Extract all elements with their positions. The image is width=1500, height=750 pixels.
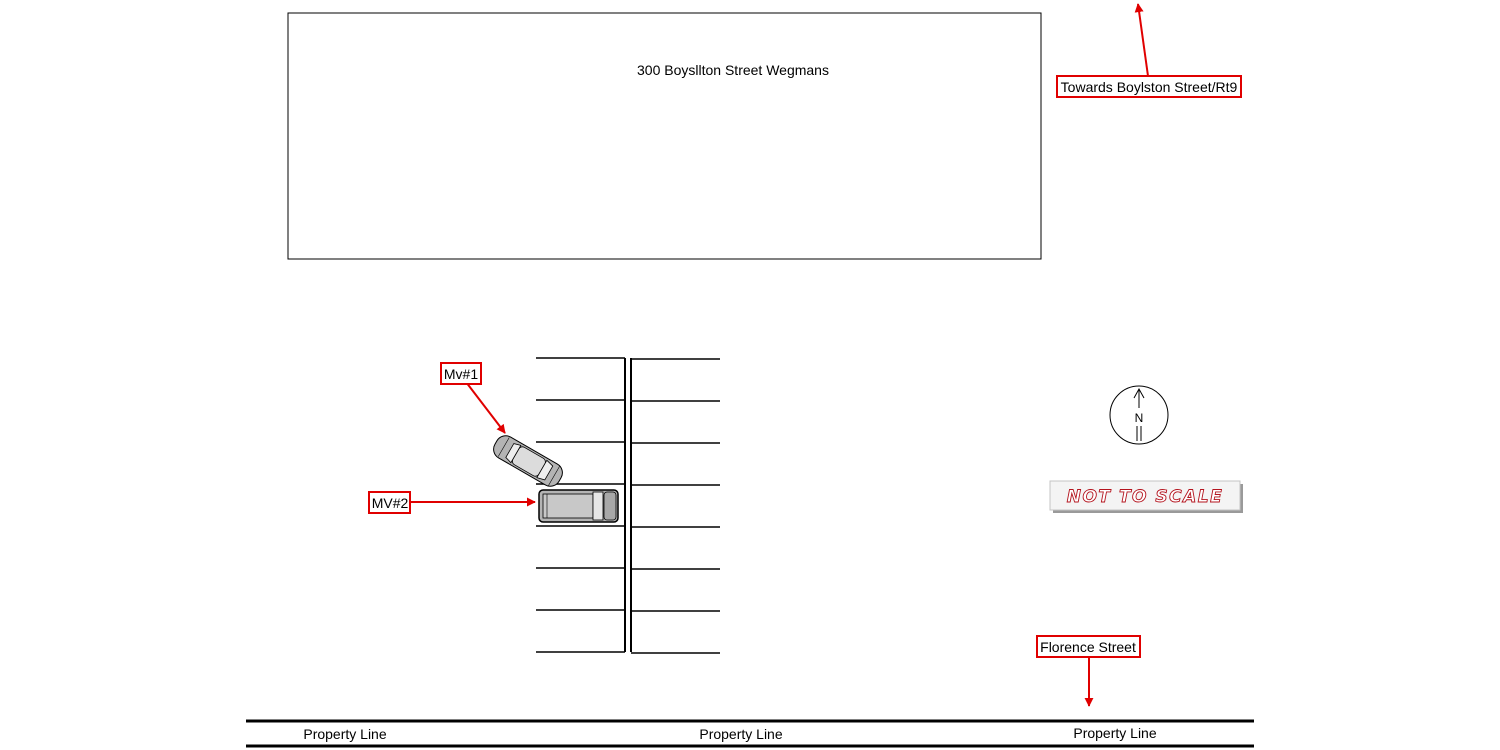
property-line-label-left: Property Line: [303, 726, 386, 742]
mv1-arrow: [465, 381, 506, 434]
compass-letter: N: [1135, 411, 1144, 425]
parking-lot: [536, 357, 720, 654]
not-to-scale-text: NOT TO SCALE: [1067, 487, 1223, 507]
vehicle-2-suv-icon: [538, 489, 619, 523]
property-line-label-center: Property Line: [699, 726, 782, 742]
building-label: 300 Boysllton Street Wegmans: [637, 62, 829, 78]
building-outline: [287, 12, 1042, 260]
florence-callout-label: Florence Street: [1040, 639, 1136, 655]
mv1-callout-box: [440, 362, 482, 385]
mv2-callout-label: MV#2: [372, 495, 409, 511]
vehicle-1-car-icon: [493, 435, 563, 487]
boylston-callout-box: [1056, 75, 1242, 98]
mv1-callout-label: Mv#1: [444, 366, 478, 382]
boylston-arrow: [1134, 3, 1149, 77]
property-line-label-right: Property Line: [1073, 725, 1156, 741]
mv2-callout-box: [368, 491, 411, 514]
not-to-scale-badge: NOT TO SCALE: [1049, 480, 1243, 513]
north-compass-icon: N: [1109, 385, 1169, 445]
boylston-callout-label: Towards Boylston Street/Rt9: [1061, 79, 1238, 95]
